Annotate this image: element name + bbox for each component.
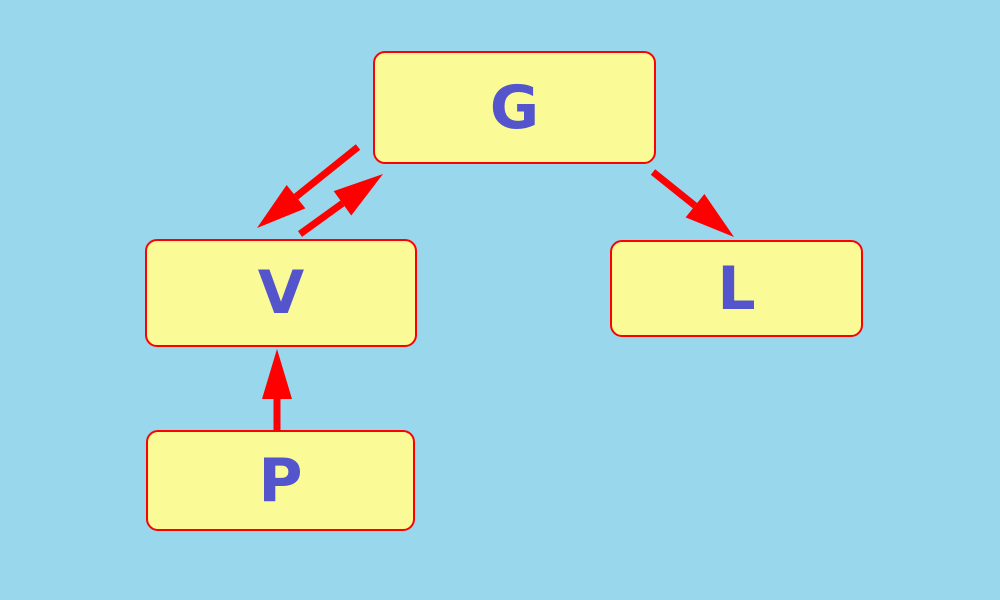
edge-v-to-g xyxy=(297,174,383,237)
arrowhead-icon xyxy=(257,185,306,228)
edge-g-to-v xyxy=(257,144,361,228)
node-v-label: V xyxy=(257,258,305,328)
edge-line xyxy=(650,169,698,209)
edge-line xyxy=(293,144,361,200)
edge-line xyxy=(297,200,345,237)
node-p: P xyxy=(146,430,415,531)
node-l-label: L xyxy=(717,253,756,324)
node-l: L xyxy=(610,240,863,337)
node-v: V xyxy=(145,239,417,347)
node-p-label: P xyxy=(258,445,303,516)
arrowhead-icon xyxy=(333,174,383,216)
edge-g-to-l xyxy=(650,169,734,237)
arrowhead-icon xyxy=(685,194,734,237)
node-g: G xyxy=(373,51,656,164)
edge-p-to-v xyxy=(262,349,292,430)
node-g-label: G xyxy=(489,72,540,143)
arrowhead-icon xyxy=(262,349,292,399)
